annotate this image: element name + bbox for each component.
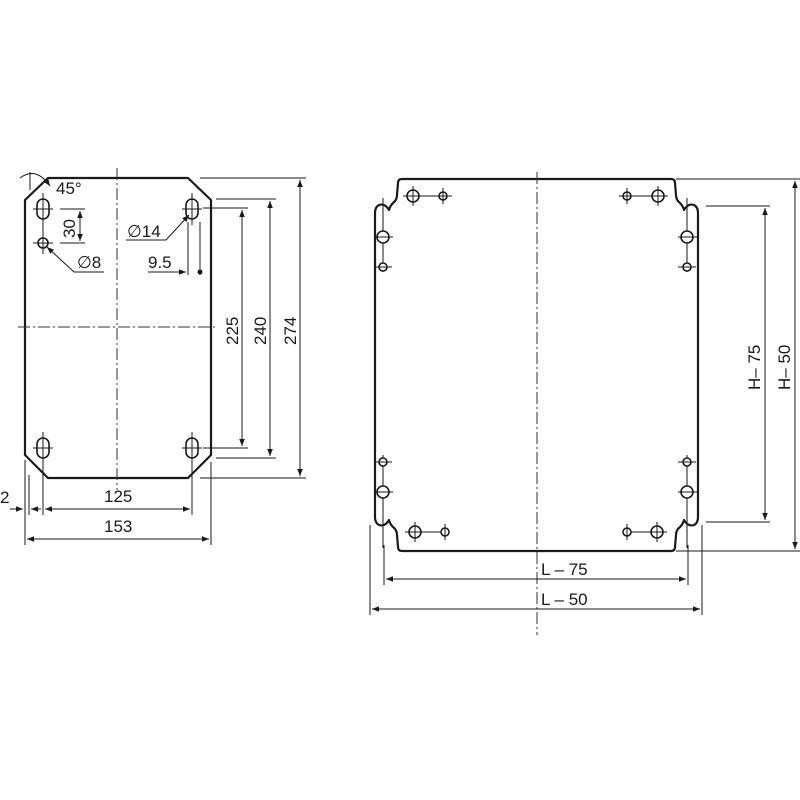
dim-274-label: 274 (281, 317, 300, 345)
left-plate-outline (23, 176, 213, 480)
left-plate-view: 45° 30 ∅8 ∅14 9.5 225 240 274 (0, 168, 306, 545)
slot-bottom-right (182, 432, 202, 464)
holes-bottom-right (622, 455, 697, 548)
edge-offset-label: 9.5 (148, 253, 172, 272)
slot-bottom-left (33, 432, 53, 464)
dim-125-label: 125 (104, 487, 132, 506)
slot-top-left (33, 193, 53, 225)
angle-arrow-icon (19, 173, 51, 187)
slot-leader (126, 214, 190, 241)
right-plate-outline (373, 177, 700, 553)
small-hole (33, 222, 53, 254)
dim-h50-label: H– 50 (775, 345, 794, 390)
dim-153-label: 153 (104, 517, 132, 536)
slot-top-right (182, 193, 202, 225)
dim-225-label: 225 (223, 317, 242, 345)
slot-label: ∅14 (127, 222, 161, 241)
angle-label: 45° (56, 179, 82, 198)
right-plate-view: H– 75 H– 50 L – 75 L – 50 (369, 172, 800, 635)
dim-240-label: 240 (251, 317, 270, 345)
small-hole-label: ∅8 (77, 253, 101, 272)
small-hole-leader (46, 246, 104, 273)
holes-top-left (374, 186, 452, 272)
holes-top-right (619, 186, 697, 272)
dim-h75-label: H– 75 (745, 345, 764, 390)
dim-l75-label: L – 75 (541, 560, 588, 579)
hole-spacing-label: 30 (60, 219, 79, 238)
dim-l50-label: L – 50 (541, 590, 588, 609)
dim-9-5-dot (197, 269, 203, 275)
dim-2-label: 2 (0, 488, 9, 507)
holes-bottom-left (374, 455, 450, 548)
